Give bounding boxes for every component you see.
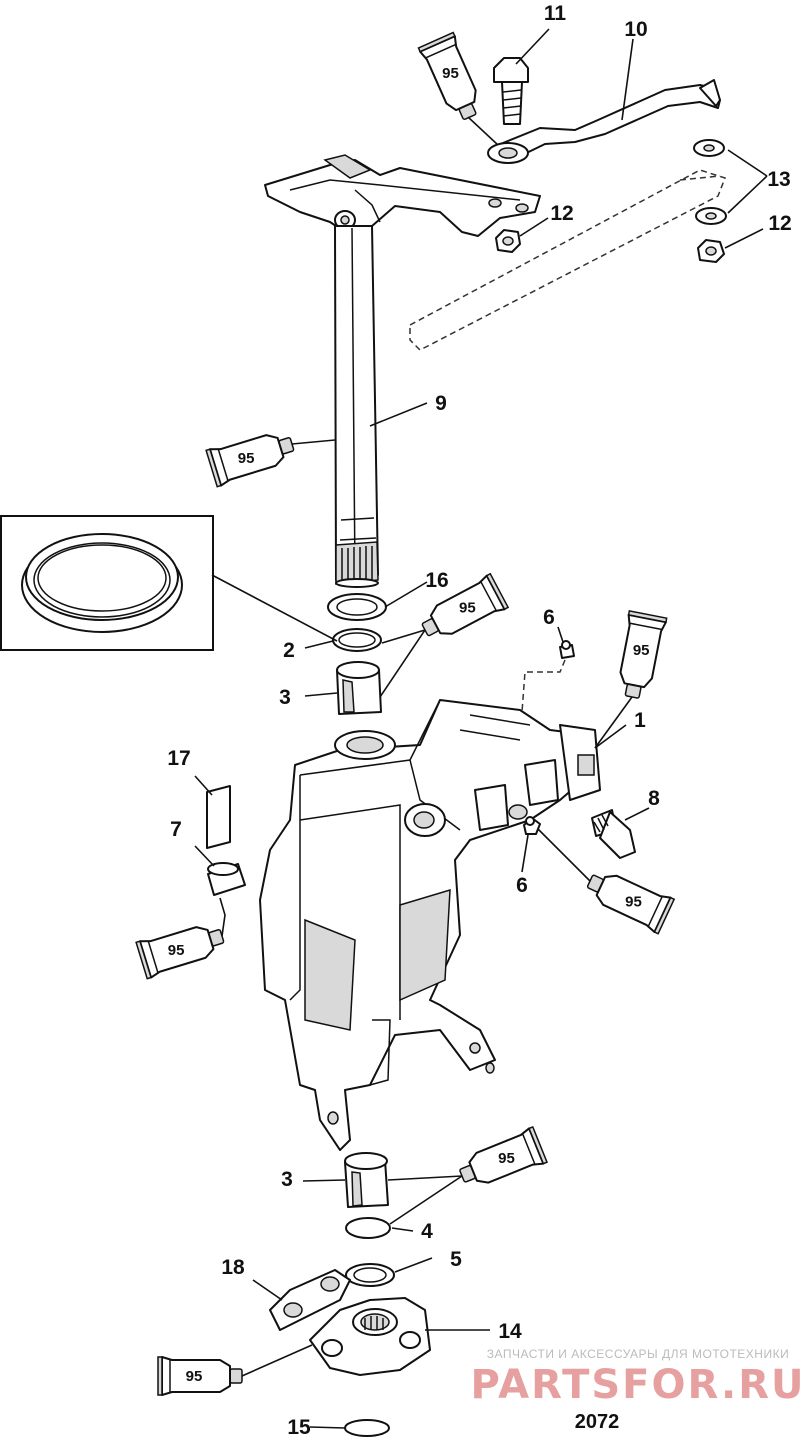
callout-17: 17 bbox=[167, 747, 190, 770]
seal-5 bbox=[345, 1263, 395, 1287]
callout-3b: 3 bbox=[281, 1168, 293, 1191]
bushing-3-top bbox=[336, 661, 382, 715]
bushing-3-bottom bbox=[344, 1152, 389, 1208]
tube-label: 95 bbox=[498, 1150, 515, 1167]
callout-13: 13 bbox=[767, 168, 790, 191]
watermark-tagline: ЗАПЧАСТИ И АКСЕССУАРЫ ДЛЯ МОТОТЕХНИКИ bbox=[487, 1347, 789, 1361]
callout-2: 2 bbox=[283, 639, 295, 662]
figure-number: 2072 bbox=[575, 1411, 620, 1433]
seal-2 bbox=[332, 628, 382, 652]
callout-3a: 3 bbox=[279, 686, 291, 709]
callout-16: 16 bbox=[425, 569, 448, 592]
steering-yoke-14 bbox=[309, 1297, 431, 1376]
watermark-logo: PARTSFOR.RU bbox=[470, 1362, 800, 1408]
callout-11: 11 bbox=[544, 2, 567, 25]
callout-14: 14 bbox=[498, 1320, 522, 1343]
phantom-link-rod bbox=[409, 169, 726, 351]
tube-label: 95 bbox=[238, 450, 255, 467]
bolt-8 bbox=[591, 809, 636, 859]
nut-12b bbox=[697, 239, 725, 263]
grease-fitting-6b bbox=[523, 816, 541, 835]
tube-label: 95 bbox=[625, 893, 642, 910]
bolt-11 bbox=[493, 57, 529, 125]
nut-12a bbox=[495, 229, 521, 253]
sealant-tube-3: 95 bbox=[415, 572, 510, 648]
tube-label: 95 bbox=[459, 599, 476, 616]
spacer-18 bbox=[269, 1269, 351, 1331]
tube-label: 95 bbox=[633, 642, 650, 659]
bushing-7 bbox=[207, 862, 246, 896]
o-ring-4 bbox=[345, 1217, 391, 1239]
callout-7: 7 bbox=[170, 818, 182, 841]
tube-label: 95 bbox=[186, 1368, 203, 1385]
sealant-tube-1: 95 bbox=[417, 31, 489, 126]
sealant-tube-7: 95 bbox=[453, 1125, 549, 1195]
callout-5: 5 bbox=[450, 1248, 462, 1271]
sealant-tube-5: 95 bbox=[580, 862, 676, 935]
callout-1: 1 bbox=[634, 709, 646, 732]
callout-9: 9 bbox=[435, 392, 447, 415]
callout-numbers: 10 11 13 12 12 9 16 2 3 6 1 8 6 17 7 3 4… bbox=[167, 2, 791, 1438]
sealant-tube-4: 95 bbox=[612, 609, 668, 702]
retaining-ring-15 bbox=[344, 1419, 390, 1437]
callout-8: 8 bbox=[648, 787, 660, 810]
callout-15: 15 bbox=[287, 1416, 311, 1438]
callout-10: 10 bbox=[624, 18, 647, 41]
sealant-tube-2: 95 bbox=[205, 424, 299, 488]
callout-6b: 6 bbox=[516, 874, 528, 897]
callout-12a: 12 bbox=[550, 202, 573, 225]
leader-lines bbox=[194, 28, 768, 1429]
sealant-tube-8: 95 bbox=[157, 1356, 243, 1396]
seal-detail-inset bbox=[0, 515, 214, 651]
tube-label: 95 bbox=[442, 65, 459, 82]
tube-label: 95 bbox=[168, 942, 185, 959]
callout-6a: 6 bbox=[543, 606, 555, 629]
link-rod bbox=[487, 79, 721, 164]
callout-12b: 12 bbox=[768, 212, 791, 235]
sealant-tube-6: 95 bbox=[135, 916, 229, 980]
grease-fitting-6a bbox=[559, 640, 575, 659]
steering-shaft bbox=[334, 225, 379, 588]
decal-17 bbox=[206, 785, 231, 849]
callout-4: 4 bbox=[421, 1220, 433, 1243]
steering-arm bbox=[264, 154, 541, 237]
swivel-bracket bbox=[259, 699, 601, 1151]
callout-18: 18 bbox=[221, 1256, 245, 1279]
